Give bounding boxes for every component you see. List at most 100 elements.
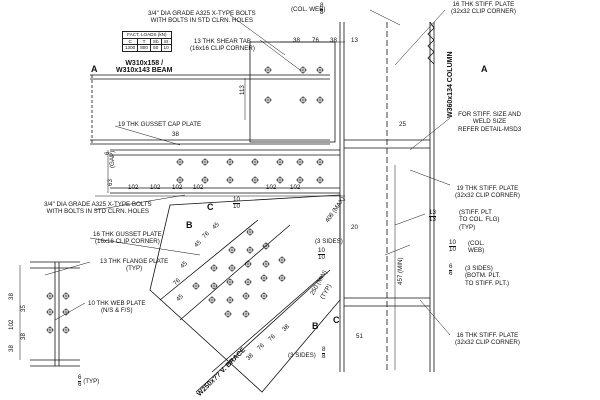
- col-web2-callout: (COL. WEB): [468, 240, 485, 255]
- section-a-right: A: [481, 64, 488, 74]
- gusset-bolt: [278, 256, 286, 264]
- gusset-bolt: [260, 274, 268, 282]
- brace-member: [159, 219, 331, 393]
- section-bolt: [46, 326, 54, 334]
- cap-plate-bolt: [201, 176, 209, 184]
- dim-63: 63: [107, 179, 114, 186]
- loads-value-sb: 50: [149, 44, 162, 52]
- dim-51: 51: [356, 333, 363, 340]
- section-c-top: C: [207, 202, 214, 212]
- shear-tab-bolt: [299, 96, 307, 104]
- dim-top-3: 38: [330, 37, 337, 44]
- cap-plate-bolt: [316, 176, 324, 184]
- section-b-right: B: [312, 321, 319, 331]
- brace-bolt: [262, 260, 270, 268]
- three-sides-right-callout: (3 SIDES) (BOTM. PLT. TO STIFF. PLT.): [465, 265, 510, 287]
- flange-plate-callout: 13 THK FLANGE PLATE (TYP): [100, 258, 169, 273]
- section-b-left: B: [186, 220, 193, 230]
- loads-value-c: 1300: [121, 44, 139, 52]
- brace-bolt: [260, 292, 268, 300]
- stiffener-plates: [344, 139, 430, 307]
- brace-bolt: [244, 278, 252, 286]
- column-outline: [339, 21, 435, 372]
- section-bolt: [46, 308, 54, 316]
- gusset-bolt: [262, 242, 270, 250]
- shear-tab-bolt: [316, 66, 324, 74]
- dim-20: 20: [351, 224, 358, 231]
- refer-detail-callout: FOR STIFF. SIZE AND WELD SIZE REFER DETA…: [458, 111, 522, 133]
- loads-header-sb: Sb: [149, 37, 162, 46]
- cap-plate-bolt: [296, 158, 304, 166]
- brace-bolt: [226, 296, 234, 304]
- dim-bottom-2: 102: [150, 184, 161, 191]
- dim-top-4: 13: [351, 37, 358, 44]
- web-plate-callout: 10 THK WEB PLATE (N/S & F/S): [88, 300, 146, 315]
- stiff-bottom-callout: 16 THK STIFF. PLATE (32x32 CLIP CORNER): [455, 332, 520, 347]
- dim-left-38b: 38: [8, 345, 15, 352]
- dim-38-cap: 38: [172, 131, 179, 138]
- dim-left-102: 102: [8, 319, 15, 330]
- cap-plate-bolt: [226, 158, 234, 166]
- cap-plate-bolt: [176, 176, 184, 184]
- dim-bottom-4: 102: [193, 184, 204, 191]
- section-c-bottom: C: [333, 315, 340, 325]
- shear-tab-bolt: [264, 66, 272, 74]
- dim-38-left: 38: [20, 333, 27, 340]
- gusset-cap-callout: 19 THK GUSSET CAP PLATE: [118, 121, 202, 128]
- column-label: W360x134 COLUMN: [447, 51, 454, 118]
- section-bolt: [46, 292, 54, 300]
- gusset-bolt: [208, 296, 216, 304]
- shear-tab-bolt: [316, 96, 324, 104]
- cap-plate-bolt: [276, 176, 284, 184]
- dim-25: 25: [399, 121, 406, 128]
- min-457-label: 457 (MIN): [397, 257, 404, 285]
- brace-bolt: [242, 310, 250, 318]
- cap-plate-bolt: [176, 158, 184, 166]
- loads-value-st: 10: [160, 44, 172, 52]
- gusset-bolt: [192, 282, 200, 290]
- beam-label: W310x158 / W310x143 BEAM: [116, 60, 173, 75]
- dim-bottom-1: 102: [128, 184, 139, 191]
- stiff-top-callout: 16 THK STIFF. PLATE (32x32 CLIP CORNER): [451, 1, 516, 16]
- dim-bottom-5: 102: [266, 184, 277, 191]
- side-section: [30, 261, 80, 367]
- cap-plate-bolt: [226, 176, 234, 184]
- shear-tab: [249, 41, 336, 143]
- dim-bottom-3: 102: [172, 184, 183, 191]
- section-a-left: A: [91, 64, 98, 74]
- top-bolts-callout: 3/4" DIA GRADE A325 X-TYPE BOLTS WITH BO…: [148, 10, 256, 25]
- dim-top-2: 76: [312, 37, 319, 44]
- loads-value-t: 800: [137, 44, 151, 52]
- factored-loads-table: FACT. LOADS (kN) C T Sb St 1300 800 50 1…: [121, 31, 172, 52]
- gusset-bolt: [242, 292, 250, 300]
- cap-plate-bolt: [296, 176, 304, 184]
- brace-bolt: [210, 282, 218, 290]
- brace-bolt: [278, 274, 286, 282]
- three-sides-a: (3 SIDES): [315, 238, 343, 245]
- loads-header-c: C: [121, 37, 139, 46]
- cap-plate-bolt: [251, 176, 259, 184]
- cap-plate-bolt: [201, 158, 209, 166]
- dim-6: 6: [104, 151, 111, 155]
- cap-plate-bolt: [276, 158, 284, 166]
- section-bolt: [62, 308, 70, 316]
- brace-bolt: [246, 246, 254, 254]
- gusset-plate: [149, 194, 341, 393]
- loads-header-t: T: [137, 37, 151, 46]
- cap-plate-bolt: [251, 158, 259, 166]
- gusset-plate-callout: 16 THK GUSSET PLATE (16x16 CLIP CORNER): [93, 231, 162, 246]
- gusset-bolt: [224, 310, 232, 318]
- loads-header-st: St: [160, 37, 172, 46]
- stiff-plt-callout: (STIFF. PLT TO COL. FLG) (TYP): [459, 209, 500, 231]
- leader-lines: [44, 9, 451, 336]
- bolt-pattern: [46, 66, 324, 334]
